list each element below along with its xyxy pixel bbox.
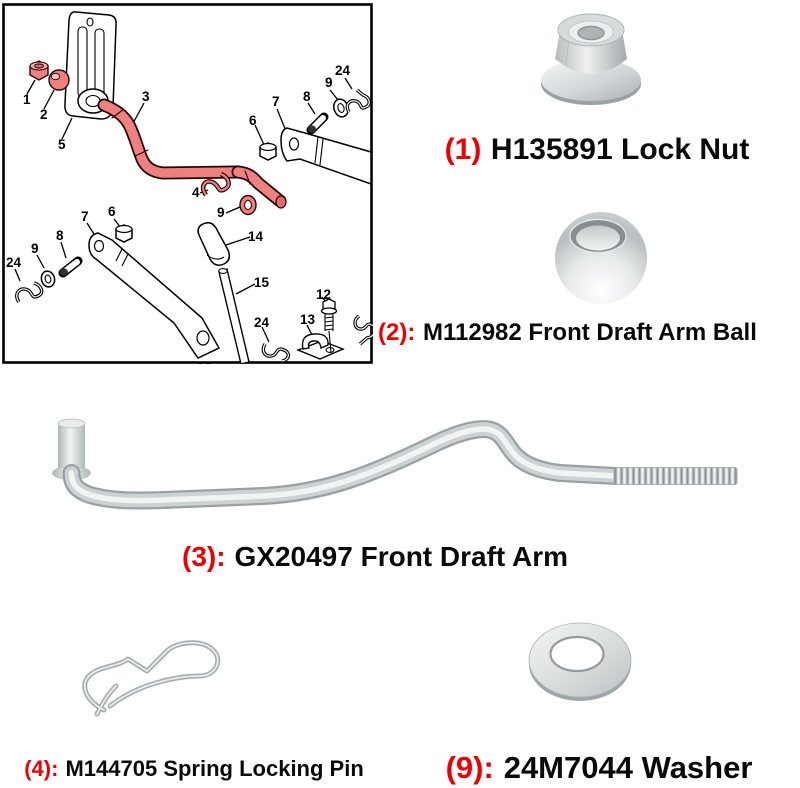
bolt-part-12 (320, 298, 338, 354)
knob-part-14 (197, 221, 231, 266)
callout-number: 1 (23, 92, 31, 107)
draft-arm-highlighted (97, 98, 287, 209)
front-draft-arm-photo (52, 418, 738, 510)
part-label-spring-locking-pin: (4):M144705 Spring Locking Pin (24, 757, 364, 781)
part-ref-number: (1) (444, 133, 482, 166)
callout-number: 14 (248, 229, 264, 244)
callout-number: 3 (142, 89, 150, 104)
red-washer-part-9 (239, 194, 257, 216)
spring-pin-part-24-bottom (261, 343, 290, 363)
upper-arm-part-7 (280, 127, 372, 186)
red-nut-part-1 (29, 60, 49, 81)
callout-number: 7 (272, 94, 280, 109)
callout-number: 5 (58, 137, 66, 152)
part-ref-number: (9): (445, 750, 494, 785)
lower-arm-part-7 (88, 232, 221, 359)
rod-part-15 (218, 268, 250, 364)
bracket-part-5 (64, 11, 117, 120)
callout-number: 24 (254, 315, 270, 330)
threaded-end (613, 467, 738, 485)
callout-number: 6 (249, 113, 257, 128)
part-ref-number: (4): (24, 756, 59, 781)
callout-number: 10 (197, 360, 212, 364)
part-ref-number: (2): (378, 319, 416, 346)
callout-number: 4 (192, 185, 200, 200)
parts-diagram: 1 2 5 3 4 9 6 7 8 9 24 7 6 8 9 24 14 15 … (2, 3, 373, 364)
callout-number: 2 (40, 107, 48, 122)
callout-number: 24 (335, 63, 351, 78)
spring-locking-pin-photo (82, 640, 221, 717)
nut-part-6-upper (259, 142, 277, 161)
callout-number: 8 (303, 89, 311, 104)
part-label-text: M144705 Spring Locking Pin (65, 756, 364, 781)
callout-number: 24 (6, 255, 22, 270)
part-label-washer: (9): 24M7044 Washer (446, 751, 753, 784)
spring-pin-part-24-lower (15, 281, 44, 304)
callout-leader-lines (14, 77, 353, 343)
nut-part-6-lower (115, 224, 133, 243)
callout-number: 6 (108, 204, 116, 219)
callout-numbers: 1 2 5 3 4 9 6 7 8 9 24 7 6 8 9 24 14 15 … (6, 63, 351, 364)
callout-number: 12 (316, 287, 331, 302)
callout-number: 9 (325, 75, 333, 90)
spring-pin-part-24-upper (345, 88, 371, 113)
washer-part-9-lower (40, 270, 56, 288)
washer-photo (528, 622, 632, 701)
callout-number: 13 (300, 312, 316, 327)
red-ball-part-2 (48, 69, 70, 91)
callout-number: 15 (254, 275, 270, 290)
part-label-lock-nut: (1)H135891 Lock Nut (444, 133, 750, 166)
part-label-text: GX20497 Front Draft Arm (234, 541, 569, 572)
red-spring-pin-part-4 (200, 171, 231, 197)
part-label-draft-arm-ball: (2): M112982 Front Draft Arm Ball (378, 320, 757, 346)
part-label-text: M112982 Front Draft Arm Ball (423, 319, 757, 346)
callout-number: 9 (31, 241, 39, 256)
part-label-front-draft-arm: (3): GX20497 Front Draft Arm (182, 541, 569, 572)
diagram-border (2, 3, 373, 364)
callout-number: 9 (217, 205, 225, 220)
spring-pin-right-edge (353, 314, 373, 346)
part-label-text: 24M7044 Washer (503, 750, 753, 785)
clamp-part-13 (296, 333, 345, 360)
lock-nut-photo (541, 13, 641, 105)
pin-part-8-upper (306, 112, 329, 135)
callout-number: 8 (56, 228, 64, 243)
part-ref-number: (3): (182, 541, 226, 572)
callout-number: 7 (81, 209, 89, 224)
pin-part-8-lower (58, 256, 83, 278)
part-label-text: H135891 Lock Nut (490, 133, 750, 166)
draft-arm-ball-photo (555, 212, 647, 304)
